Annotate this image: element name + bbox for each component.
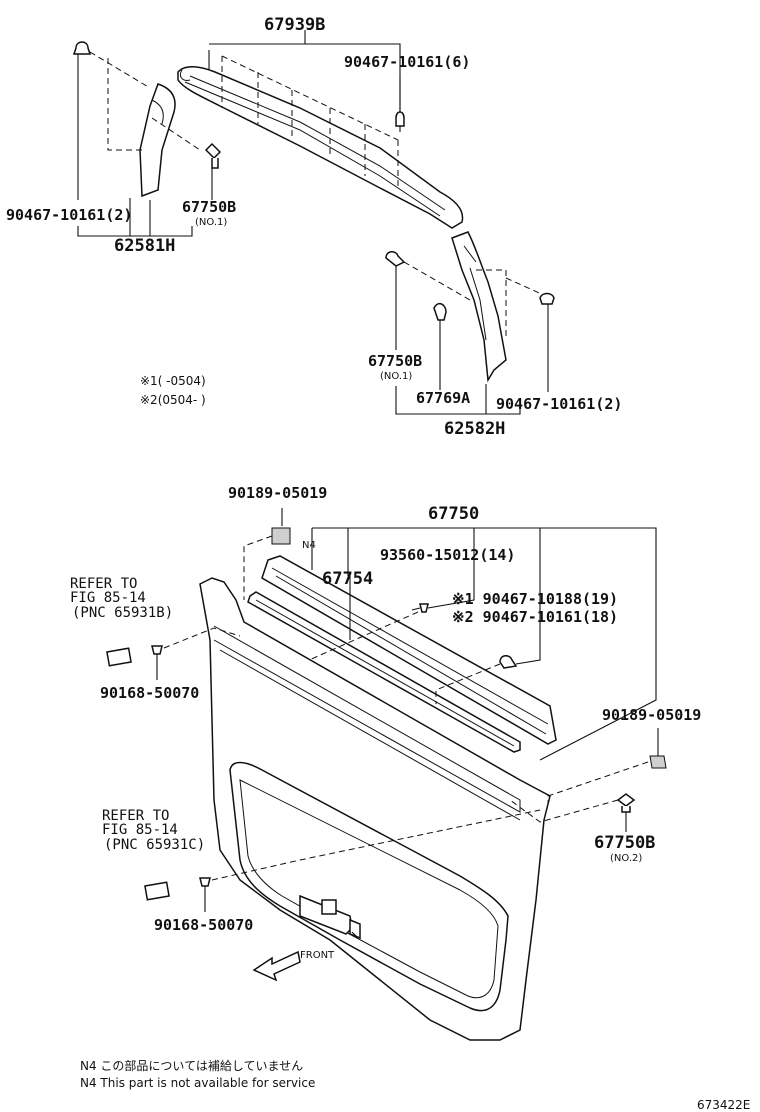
label-90467-10161-6: 90467-10161(6) — [344, 53, 470, 71]
clip-90467-10161-2-right — [539, 292, 555, 305]
label-90467-10161-2-right: 90467-10161(2) — [496, 395, 622, 413]
screw-93560-15012 — [411, 603, 429, 613]
label-67750b-bottom: 67750B — [594, 833, 655, 853]
label-90467-10161-18: ※2 90467-10161(18) — [452, 608, 618, 626]
screw-90168-50070-bottom — [199, 877, 211, 912]
door-trim-panel — [199, 577, 551, 1041]
label-67750b-mid-sub: (NO.1) — [380, 371, 412, 382]
clip-67750b-mid — [385, 251, 406, 267]
label-67750b-mid: 67750B — [368, 352, 422, 370]
retainer-67769a — [433, 302, 447, 321]
label-90467-10188: ※1 90467-10188(19) — [452, 590, 618, 608]
clip-90467-10161-6 — [395, 111, 405, 132]
refer-1-line-3: (PNC 65931B) — [72, 605, 173, 621]
pillar-garnish-62582h — [451, 231, 507, 383]
clip-90189-05019-right — [649, 755, 667, 769]
label-90467-10161-2-left: 90467-10161(2) — [6, 206, 132, 224]
label-90189-05019-right: 90189-05019 — [602, 706, 701, 724]
label-90168-50070-bottom: 90168-50070 — [154, 916, 253, 934]
label-67754: 67754 — [322, 569, 373, 589]
clip-90189-05019-top — [271, 527, 291, 545]
figure-id: 673422E — [697, 1098, 750, 1112]
label-67769a: 67769A — [416, 389, 470, 407]
upper-rail-67754 — [261, 555, 557, 745]
screw-90168-50070-top — [151, 645, 163, 680]
clip-67750b-bottom — [616, 793, 636, 813]
label-n4: N4 — [302, 540, 316, 551]
refer-2-line-1: REFER TO — [102, 808, 169, 824]
front-arrow-icon — [252, 950, 301, 982]
lower-rail — [247, 591, 521, 753]
refer-1-line-2: FIG 85-14 — [70, 590, 146, 606]
refer-1-line-1: REFER TO — [70, 576, 137, 592]
label-62581h: 62581H — [114, 236, 175, 256]
garnish-65931b — [106, 647, 132, 667]
clip-67750b-top — [204, 142, 222, 169]
label-90189-05019-top: 90189-05019 — [228, 484, 327, 502]
label-67750b-bottom-sub: (NO.2) — [610, 853, 642, 864]
front-label: FRONT — [300, 950, 335, 961]
garnish-strip-67939b — [177, 66, 464, 229]
label-90168-50070-top: 90168-50070 — [100, 684, 199, 702]
note-1: ※1( -0504) — [140, 374, 206, 388]
label-93560-15012: 93560-15012(14) — [380, 546, 515, 564]
refer-2-line-2: FIG 85-14 — [102, 822, 178, 838]
label-67750: 67750 — [428, 504, 479, 524]
garnish-65931c — [144, 881, 170, 901]
label-67750b-top: 67750B — [182, 198, 236, 216]
label-67939b: 67939B — [264, 15, 325, 35]
pillar-garnish-62581h — [139, 83, 176, 198]
clip-90467-10161-2-left — [72, 41, 92, 200]
footnote-japanese: N4 この部品については補給していません — [80, 1058, 303, 1073]
refer-2-line-3: (PNC 65931C) — [104, 837, 205, 853]
label-62582h: 62582H — [444, 419, 505, 439]
note-2: ※2(0504- ) — [140, 393, 206, 407]
label-67750b-top-sub: (NO.1) — [195, 217, 227, 228]
clip-90467-10188 — [499, 655, 518, 669]
footnote-english: N4 This part is not available for servic… — [80, 1076, 315, 1090]
